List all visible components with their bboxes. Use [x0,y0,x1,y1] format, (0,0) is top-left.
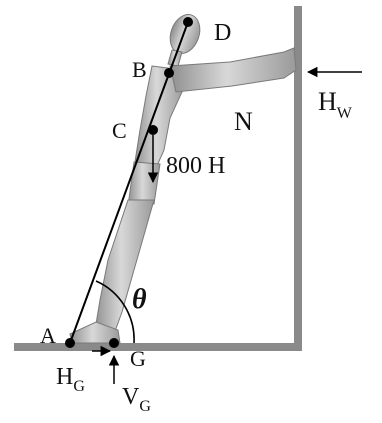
label-weight: 800 H [166,153,225,179]
human-figure [69,14,297,344]
label-vg: VG [122,384,151,415]
figure-arm [169,47,297,93]
label-hw: HW [318,87,353,122]
label-n: N [234,107,253,136]
point-c [148,125,158,135]
label-c: C [112,118,127,143]
force-arrows [92,66,362,384]
label-b: B [132,57,147,82]
point-b [164,68,174,78]
label-d: D [214,20,231,46]
label-hw-main: H [318,87,337,116]
label-hg-sub: G [73,378,85,395]
point-d [183,17,193,27]
label-hw-sub: W [337,105,353,122]
label-hg: HG [56,364,85,395]
wall-and-floor [14,6,302,351]
theta-arc [95,280,135,344]
figure-legs [93,199,155,337]
floor [14,343,302,351]
figure-head [169,14,201,54]
point-a [65,338,75,348]
label-g: G [130,346,146,371]
label-theta: θ [132,284,147,315]
label-vg-main: V [122,384,140,410]
label-hg-main: H [56,364,73,390]
points [65,17,193,348]
point-g [109,338,119,348]
label-a: A [40,323,56,348]
label-vg-sub: G [139,398,151,415]
wall [294,6,302,351]
